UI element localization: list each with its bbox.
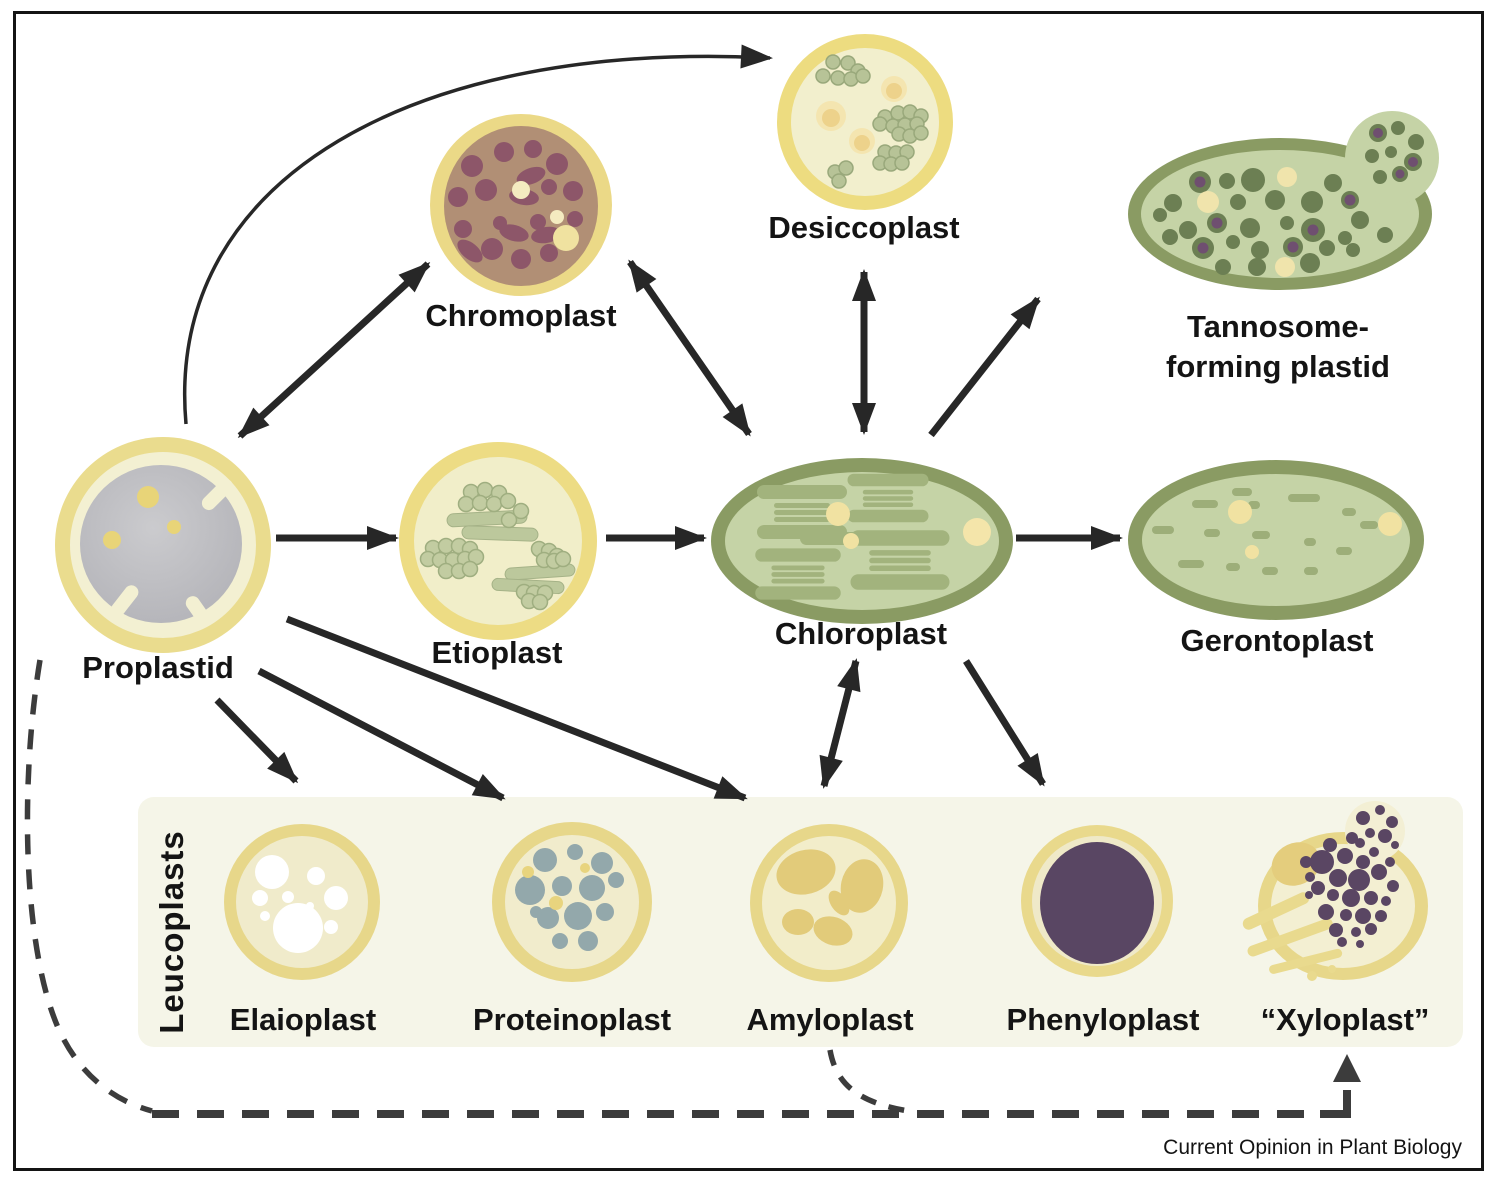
arrow-chloroplast-phenyloplast — [963, 659, 1046, 787]
phenyloplast-illustration — [1021, 825, 1173, 977]
label-tannosome-line2: forming plastid — [1166, 349, 1390, 384]
arrow-chloroplast-tannosome — [928, 296, 1041, 438]
journal-credit: Current Opinion in Plant Biology — [1163, 1136, 1462, 1159]
etioplast-illustration — [399, 442, 597, 640]
label-chromoplast: Chromoplast — [425, 298, 617, 333]
label-elaioplast: Elaioplast — [229, 1002, 377, 1037]
label-tannosome-forming-plastid: Tannosome- forming plastid — [1068, 307, 1488, 387]
xyloplast-illustration — [1242, 801, 1428, 981]
arrow-chloroplast-amyloplast — [819, 658, 861, 789]
label-etioplast: Etioplast — [431, 635, 563, 670]
arrow-proplastid-proteinoplast — [257, 667, 506, 802]
label-proteinoplast: Proteinoplast — [472, 1002, 672, 1037]
chromoplast-illustration — [430, 114, 612, 296]
elaioplast-illustration — [224, 824, 380, 980]
arrow-chromoplast-chloroplast — [627, 259, 752, 437]
proteinoplast-illustration — [492, 822, 652, 982]
dashed-branch-amyloplast — [827, 1049, 916, 1115]
arrow-proplastid-amyloplast — [285, 615, 748, 802]
amyloplast-illustration — [750, 824, 908, 982]
arrow-proplastid-elaioplast — [214, 697, 299, 784]
desiccoplast-illustration — [777, 34, 953, 210]
label-tannosome-line1: Tannosome- — [1187, 309, 1369, 344]
tannosome-forming-plastid-illustration — [1128, 111, 1439, 290]
label-gerontoplast: Gerontoplast — [1180, 623, 1374, 658]
label-proplastid: Proplastid — [82, 650, 234, 685]
label-amyloplast: Amyloplast — [746, 1002, 914, 1037]
chloroplast-illustration — [711, 458, 1013, 624]
gerontoplast-illustration — [1128, 460, 1424, 620]
proplastid-illustration — [55, 437, 271, 653]
label-phenyloplast: Phenyloplast — [1006, 1002, 1200, 1037]
dashed-arrowhead-up-icon — [1333, 1054, 1361, 1082]
arc-arrow-proplastid-desiccoplast — [182, 44, 773, 425]
arrow-proplastid-chromoplast — [237, 261, 431, 439]
label-leucoplasts-group: Leucoplasts — [153, 830, 190, 1034]
label-desiccoplast: Desiccoplast — [768, 210, 960, 245]
figure-border — [13, 11, 1484, 1171]
label-chloroplast: Chloroplast — [774, 616, 948, 651]
dashed-path-proplastid-to-xyloplast — [24, 659, 1351, 1118]
label-xyloplast: “Xyloplast” — [1260, 1002, 1430, 1037]
